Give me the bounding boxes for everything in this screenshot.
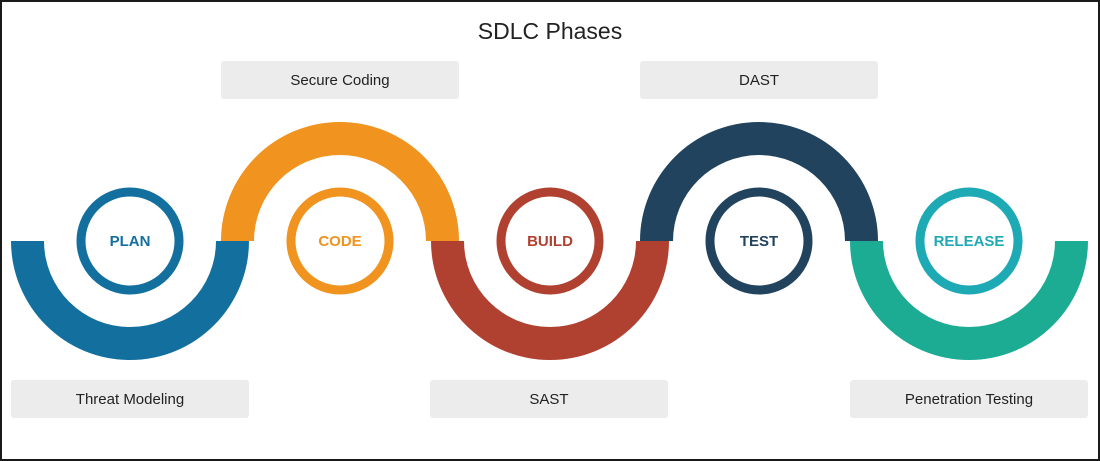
arc-plan [11,241,249,360]
arc-test [640,122,878,241]
phase-label-code: CODE [318,233,361,250]
activity-threat-modeling: Threat Modeling [11,380,249,418]
ring-build [496,187,604,295]
phase-label-test: TEST [740,233,778,250]
activity-penetration-testing: Penetration Testing [850,380,1088,418]
phase-label-release: RELEASE [934,233,1005,250]
diagram-title: SDLC Phases [477,18,623,44]
arc-code [221,122,459,241]
activity-secure-coding: Secure Coding [221,61,459,99]
ring-code [286,187,394,295]
activity-dast: DAST [640,61,878,99]
phase-label-build: BUILD [527,233,573,250]
ring-plan [76,187,184,295]
activity-sast: SAST [430,380,668,418]
ring-test [705,187,813,295]
phase-label-plan: PLAN [110,233,151,250]
ring-release [915,187,1023,295]
arc-release [850,241,1088,360]
arc-build [431,241,669,360]
